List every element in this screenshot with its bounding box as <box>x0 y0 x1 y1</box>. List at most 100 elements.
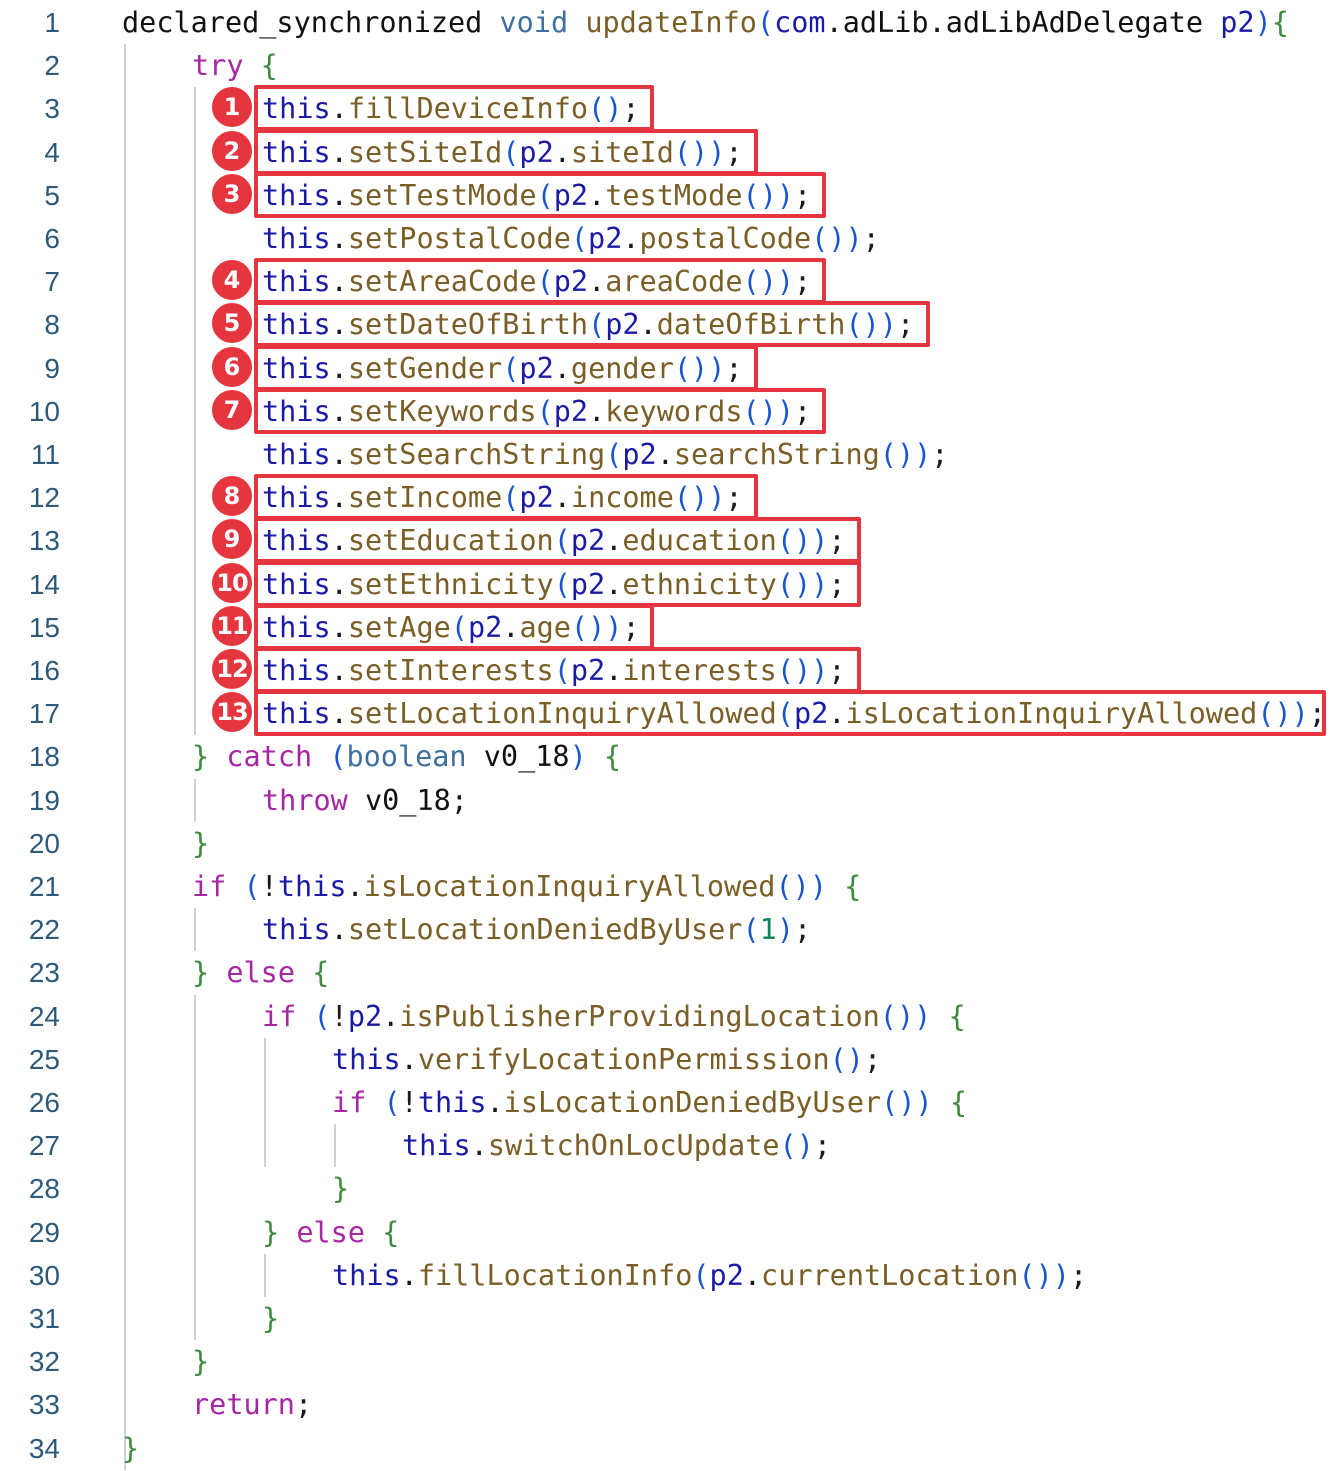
code-line: 3 this.fillDeviceInfo(); <box>0 87 1332 130</box>
line-number: 10 <box>28 395 60 427</box>
annotation-badge: 2 <box>210 128 254 173</box>
code-text: this.fillDeviceInfo(); <box>262 92 640 126</box>
code-text: } <box>332 1172 350 1206</box>
line-number: 31 <box>28 1303 60 1334</box>
code-text: this.switchOnLocUpdate(); <box>402 1129 832 1163</box>
line-number: 16 <box>28 655 60 686</box>
code-line: 34} <box>0 1427 1332 1470</box>
code-text: this.setLocationDeniedByUser(1); <box>262 913 812 947</box>
highlight-box <box>254 560 861 607</box>
code-line: 18 } catch (boolean v0_18) { <box>0 735 1332 778</box>
code-line: 29} else { <box>0 1211 1332 1254</box>
code-line: 28} <box>0 1167 1332 1210</box>
code-line: 20} <box>0 822 1332 865</box>
annotation-badge: 10 <box>210 560 254 605</box>
highlight-box <box>254 85 654 132</box>
code-text: } catch (boolean v0_18) { <box>192 740 622 774</box>
code-line: 32} <box>0 1340 1332 1383</box>
line-number: 30 <box>28 1259 60 1291</box>
code-line: 31} <box>0 1297 1332 1340</box>
code-text: if (!this.isLocationDeniedByUser()) { <box>332 1086 968 1119</box>
code-text: } <box>262 1302 280 1335</box>
code-text: } else { <box>192 956 330 990</box>
annotation-badge: 7 <box>210 387 254 432</box>
highlight-box <box>254 647 861 693</box>
line-number: 1 <box>44 7 60 38</box>
annotation-badge: 1 <box>210 85 254 130</box>
line-number: 26 <box>28 1087 60 1118</box>
line-number: 29 <box>28 1216 60 1248</box>
highlight-box <box>254 517 861 564</box>
indent-guide <box>124 44 126 1470</box>
line-number: 18 <box>28 741 60 773</box>
code-text: this.setTestMode(p2.testMode()); <box>262 178 812 212</box>
indent-guide <box>264 1253 266 1297</box>
line-number: 3 <box>44 93 60 125</box>
line-number: 8 <box>44 309 60 341</box>
line-number: 33 <box>28 1389 60 1421</box>
line-number: 4 <box>44 136 60 168</box>
code-line: 8 this.setDateOfBirth(p2.dateOfBirth()); <box>0 303 1332 346</box>
annotation-badge: 12 <box>210 647 254 691</box>
annotation-badge: 5 <box>210 301 254 346</box>
annotation-badge: 8 <box>210 474 254 519</box>
line-number: 9 <box>44 352 60 384</box>
highlight-box <box>254 387 826 434</box>
line-number: 11 <box>30 439 60 470</box>
indent-guide <box>334 1124 336 1168</box>
code-line: 16 this.setInterests(p2.interests()); <box>0 649 1332 692</box>
code-line: 25 this.verifyLocationPermission(); <box>0 1038 1332 1081</box>
line-number: 28 <box>28 1173 60 1205</box>
line-number: 34 <box>28 1432 60 1464</box>
line-number: 32 <box>28 1346 60 1378</box>
line-number: 12 <box>28 482 60 514</box>
line-number: 20 <box>28 827 60 859</box>
code-text: this.setInterests(p2.interests()); <box>262 654 846 687</box>
code-text: this.verifyLocationPermission(); <box>332 1042 882 1076</box>
highlight-box <box>254 474 758 521</box>
indent-guide <box>194 778 196 822</box>
annotation-badge: 11 <box>210 603 254 648</box>
code-text: this.setEducation(p2.education()); <box>262 524 846 558</box>
code-text: } <box>192 1345 210 1379</box>
code-line: 26 if (!this.isLocationDeniedByUser()) { <box>0 1081 1332 1124</box>
annotation-badge: 6 <box>210 344 254 389</box>
line-number: 2 <box>44 50 60 82</box>
line-number: 6 <box>44 223 60 254</box>
annotation-badge: 9 <box>210 517 254 562</box>
line-number: 5 <box>44 179 60 211</box>
highlight-box <box>254 171 826 218</box>
code-text: this.setSearchString(p2.searchString()); <box>262 438 949 471</box>
indent-guide <box>264 1037 266 1168</box>
code-text: this.setSiteId(p2.siteId()); <box>262 135 743 169</box>
code-text: } <box>192 826 210 860</box>
code-text: this.setDateOfBirth(p2.dateOfBirth()); <box>262 308 915 342</box>
line-number: 13 <box>28 525 60 557</box>
highlight-box <box>254 128 758 175</box>
line-number: 21 <box>28 871 60 902</box>
annotation-badge: 3 <box>210 171 254 216</box>
code-line: 23} else { <box>0 951 1332 994</box>
highlight-box <box>254 258 826 305</box>
code-text: throw v0_18; <box>262 783 468 817</box>
indent-guide <box>194 87 196 736</box>
code-line: 13 this.setEducation(p2.education()); <box>0 519 1332 562</box>
line-number: 25 <box>28 1043 60 1075</box>
code-text: this.setAreaCode(p2.areaCode()); <box>262 265 812 299</box>
code-text: if (!p2.isPublisherProvidingLocation()) … <box>262 999 966 1033</box>
highlight-box <box>254 690 1326 737</box>
